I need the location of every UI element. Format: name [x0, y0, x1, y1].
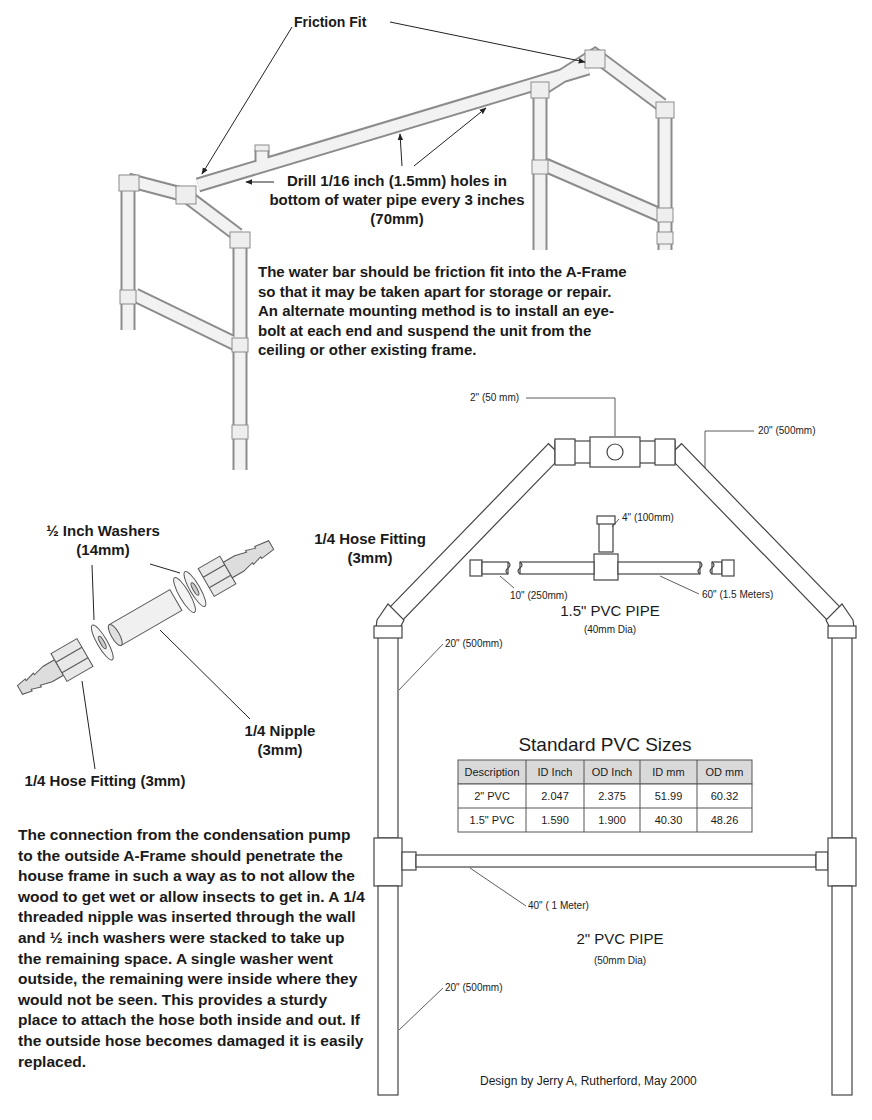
table-cell: 1.5" PVC — [458, 808, 526, 832]
pipe-size-note: (50mm Dia) — [570, 955, 670, 967]
callout-label: Friction Fit — [294, 14, 366, 31]
break-marks — [506, 562, 714, 574]
pipe-size-note: (40mm Dia) — [560, 624, 660, 636]
pipe-size-title: 1.5" PVC PIPE — [530, 602, 690, 620]
fitting-leaders — [82, 564, 250, 769]
table-cell: ID mm — [640, 760, 697, 784]
table-cell: ID Inch — [526, 760, 584, 784]
dimension-label: 4" (100mm) — [622, 512, 674, 524]
table-cell: Description — [458, 760, 526, 784]
dimension-label: 20" (500mm) — [758, 425, 815, 437]
table-cell: 60.32 — [697, 784, 752, 808]
part-label: 1/4 Nipple (3mm) — [225, 722, 335, 760]
table-cell: 51.99 — [640, 784, 697, 808]
dimension-label: 10" (250mm) — [510, 590, 567, 602]
pvc-table-grid — [458, 760, 752, 832]
table-cell: OD Inch — [584, 760, 640, 784]
note-text: The connection from the condensation pum… — [18, 825, 368, 1072]
table-cell: 48.26 — [697, 808, 752, 832]
part-label: 1/4 Hose Fitting (3mm) — [300, 530, 440, 568]
table-title: Standard PVC Sizes — [455, 734, 755, 757]
table-cell: 1.900 — [584, 808, 640, 832]
dimension-leaders — [399, 398, 754, 1030]
instruction-label: Drill 1/16 inch (1.5mm) holes in bottom … — [262, 172, 532, 228]
table-cell: 2.047 — [526, 784, 584, 808]
table-cell: OD mm — [697, 760, 752, 784]
pipe-size-title: 2" PVC PIPE — [530, 930, 710, 948]
dimension-label: 40" ( 1 Meter) — [528, 900, 589, 912]
part-label: ½ Inch Washers (14mm) — [18, 522, 188, 560]
table-cell: 2" PVC — [458, 784, 526, 808]
table-cell: 1.590 — [526, 808, 584, 832]
table-cell: 2.375 — [584, 784, 640, 808]
dimension-label: 2" (50 mm) — [470, 392, 519, 404]
dimension-label: 60" (1.5 Meters) — [702, 589, 773, 601]
dimension-label: 20" (500mm) — [445, 638, 502, 650]
leader-lines — [202, 22, 585, 182]
credit-text: Design by Jerry A, Rutherford, May 2000 — [480, 1074, 697, 1088]
a-frame-front-view — [374, 437, 856, 1095]
a-frame-3d — [119, 50, 674, 470]
dimension-label: 20" (500mm) — [445, 982, 502, 994]
fitting-assembly — [10, 528, 281, 708]
note-text: The water bar should be friction fit int… — [258, 262, 633, 360]
part-label: 1/4 Hose Fitting (3mm) — [20, 772, 190, 791]
table-cell: 40.30 — [640, 808, 697, 832]
